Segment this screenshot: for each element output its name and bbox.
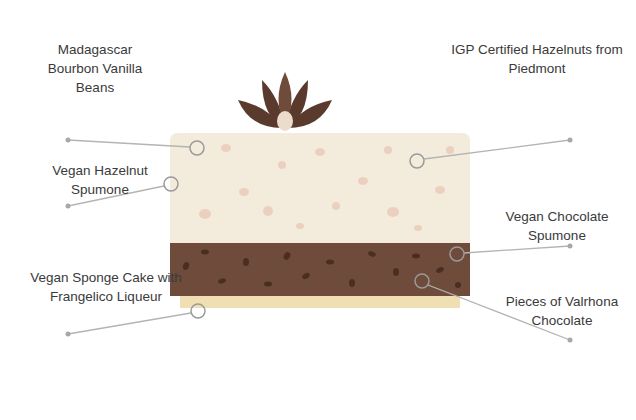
callout-label: Vegan Chocolate Spumone	[498, 207, 616, 245]
callout-label: Pieces of Valrhona Chocolate	[495, 292, 630, 330]
chocolate-layer	[170, 242, 470, 296]
hazelnut-layer	[170, 133, 470, 243]
callout-label: IGP Certified Hazelnuts from Piedmont	[440, 40, 635, 78]
callout-label: Madagascar Bourbon Vanilla Beans	[45, 40, 145, 97]
chocolate-pieces	[182, 250, 461, 289]
hazelnut-pieces	[199, 144, 454, 231]
callout-label: Vegan Sponge Cake with Frangelico Liqueu…	[24, 268, 189, 306]
callout-circles	[164, 141, 464, 318]
callout-label: Vegan Hazelnut Spumone	[44, 161, 156, 199]
hazelnut-topping	[277, 111, 293, 131]
